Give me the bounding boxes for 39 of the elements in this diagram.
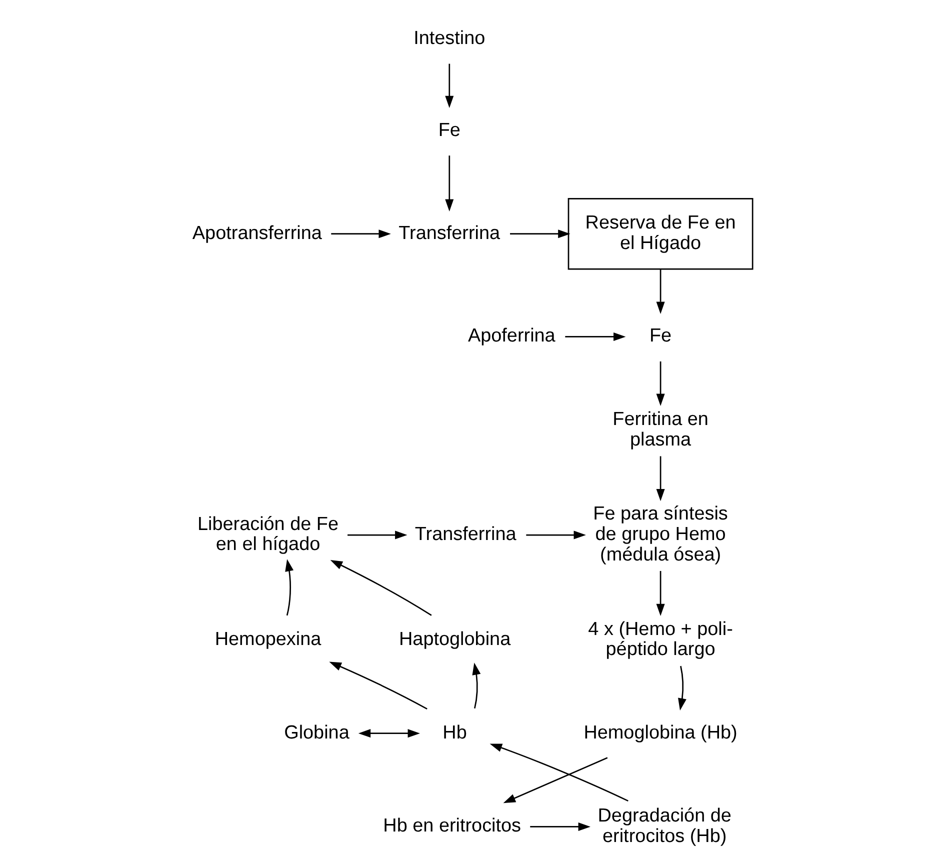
node-text: Transferrina (414, 524, 516, 545)
node-text: Transferrina (398, 222, 500, 244)
node-text: Degradación de eritrocitos (Hb) (597, 805, 731, 846)
arrow (502, 756, 608, 803)
arrow (678, 665, 686, 710)
node-text: Ferritina en plasma (612, 408, 708, 450)
node-text: Haptoglobina (398, 628, 510, 650)
node-text: Apotransferrina (192, 222, 322, 244)
node-text: Intestino (413, 27, 485, 48)
arrow (530, 822, 590, 830)
node-text: Hemoglobina (Hb) (583, 722, 737, 743)
arrow (526, 530, 586, 539)
arrow (444, 155, 454, 211)
arrow (328, 661, 427, 710)
node-text: Hemopexina (214, 628, 321, 650)
node-text: Hb en eritrocitos (382, 815, 521, 836)
arrow (656, 456, 664, 501)
arrow (358, 728, 420, 738)
arrow (472, 662, 480, 708)
node-text: 4 x (Hemo + poli- péptido largo (588, 618, 732, 660)
arrow (284, 558, 294, 616)
arrow (489, 743, 628, 802)
node-text: Hb (442, 722, 466, 743)
arrow (564, 332, 626, 340)
node-text: Fe (648, 325, 672, 346)
node-text: Apoferrina (467, 325, 555, 346)
arrow (656, 268, 664, 314)
node-text: Fe (438, 119, 460, 140)
arrow (656, 570, 664, 616)
node-text: Liberación de Fe en el hígado (196, 513, 338, 555)
arrow (330, 229, 390, 238)
node-box: Reserva de Fe en el Hígado (567, 197, 753, 270)
arrow (330, 559, 432, 616)
node-text: Fe para síntesis de grupo Hemo (médula ósea) (592, 503, 728, 565)
arrow (347, 530, 407, 539)
arrow (444, 63, 454, 108)
arrow (510, 229, 570, 238)
node-text: Globina (284, 722, 349, 743)
arrow (656, 360, 664, 406)
